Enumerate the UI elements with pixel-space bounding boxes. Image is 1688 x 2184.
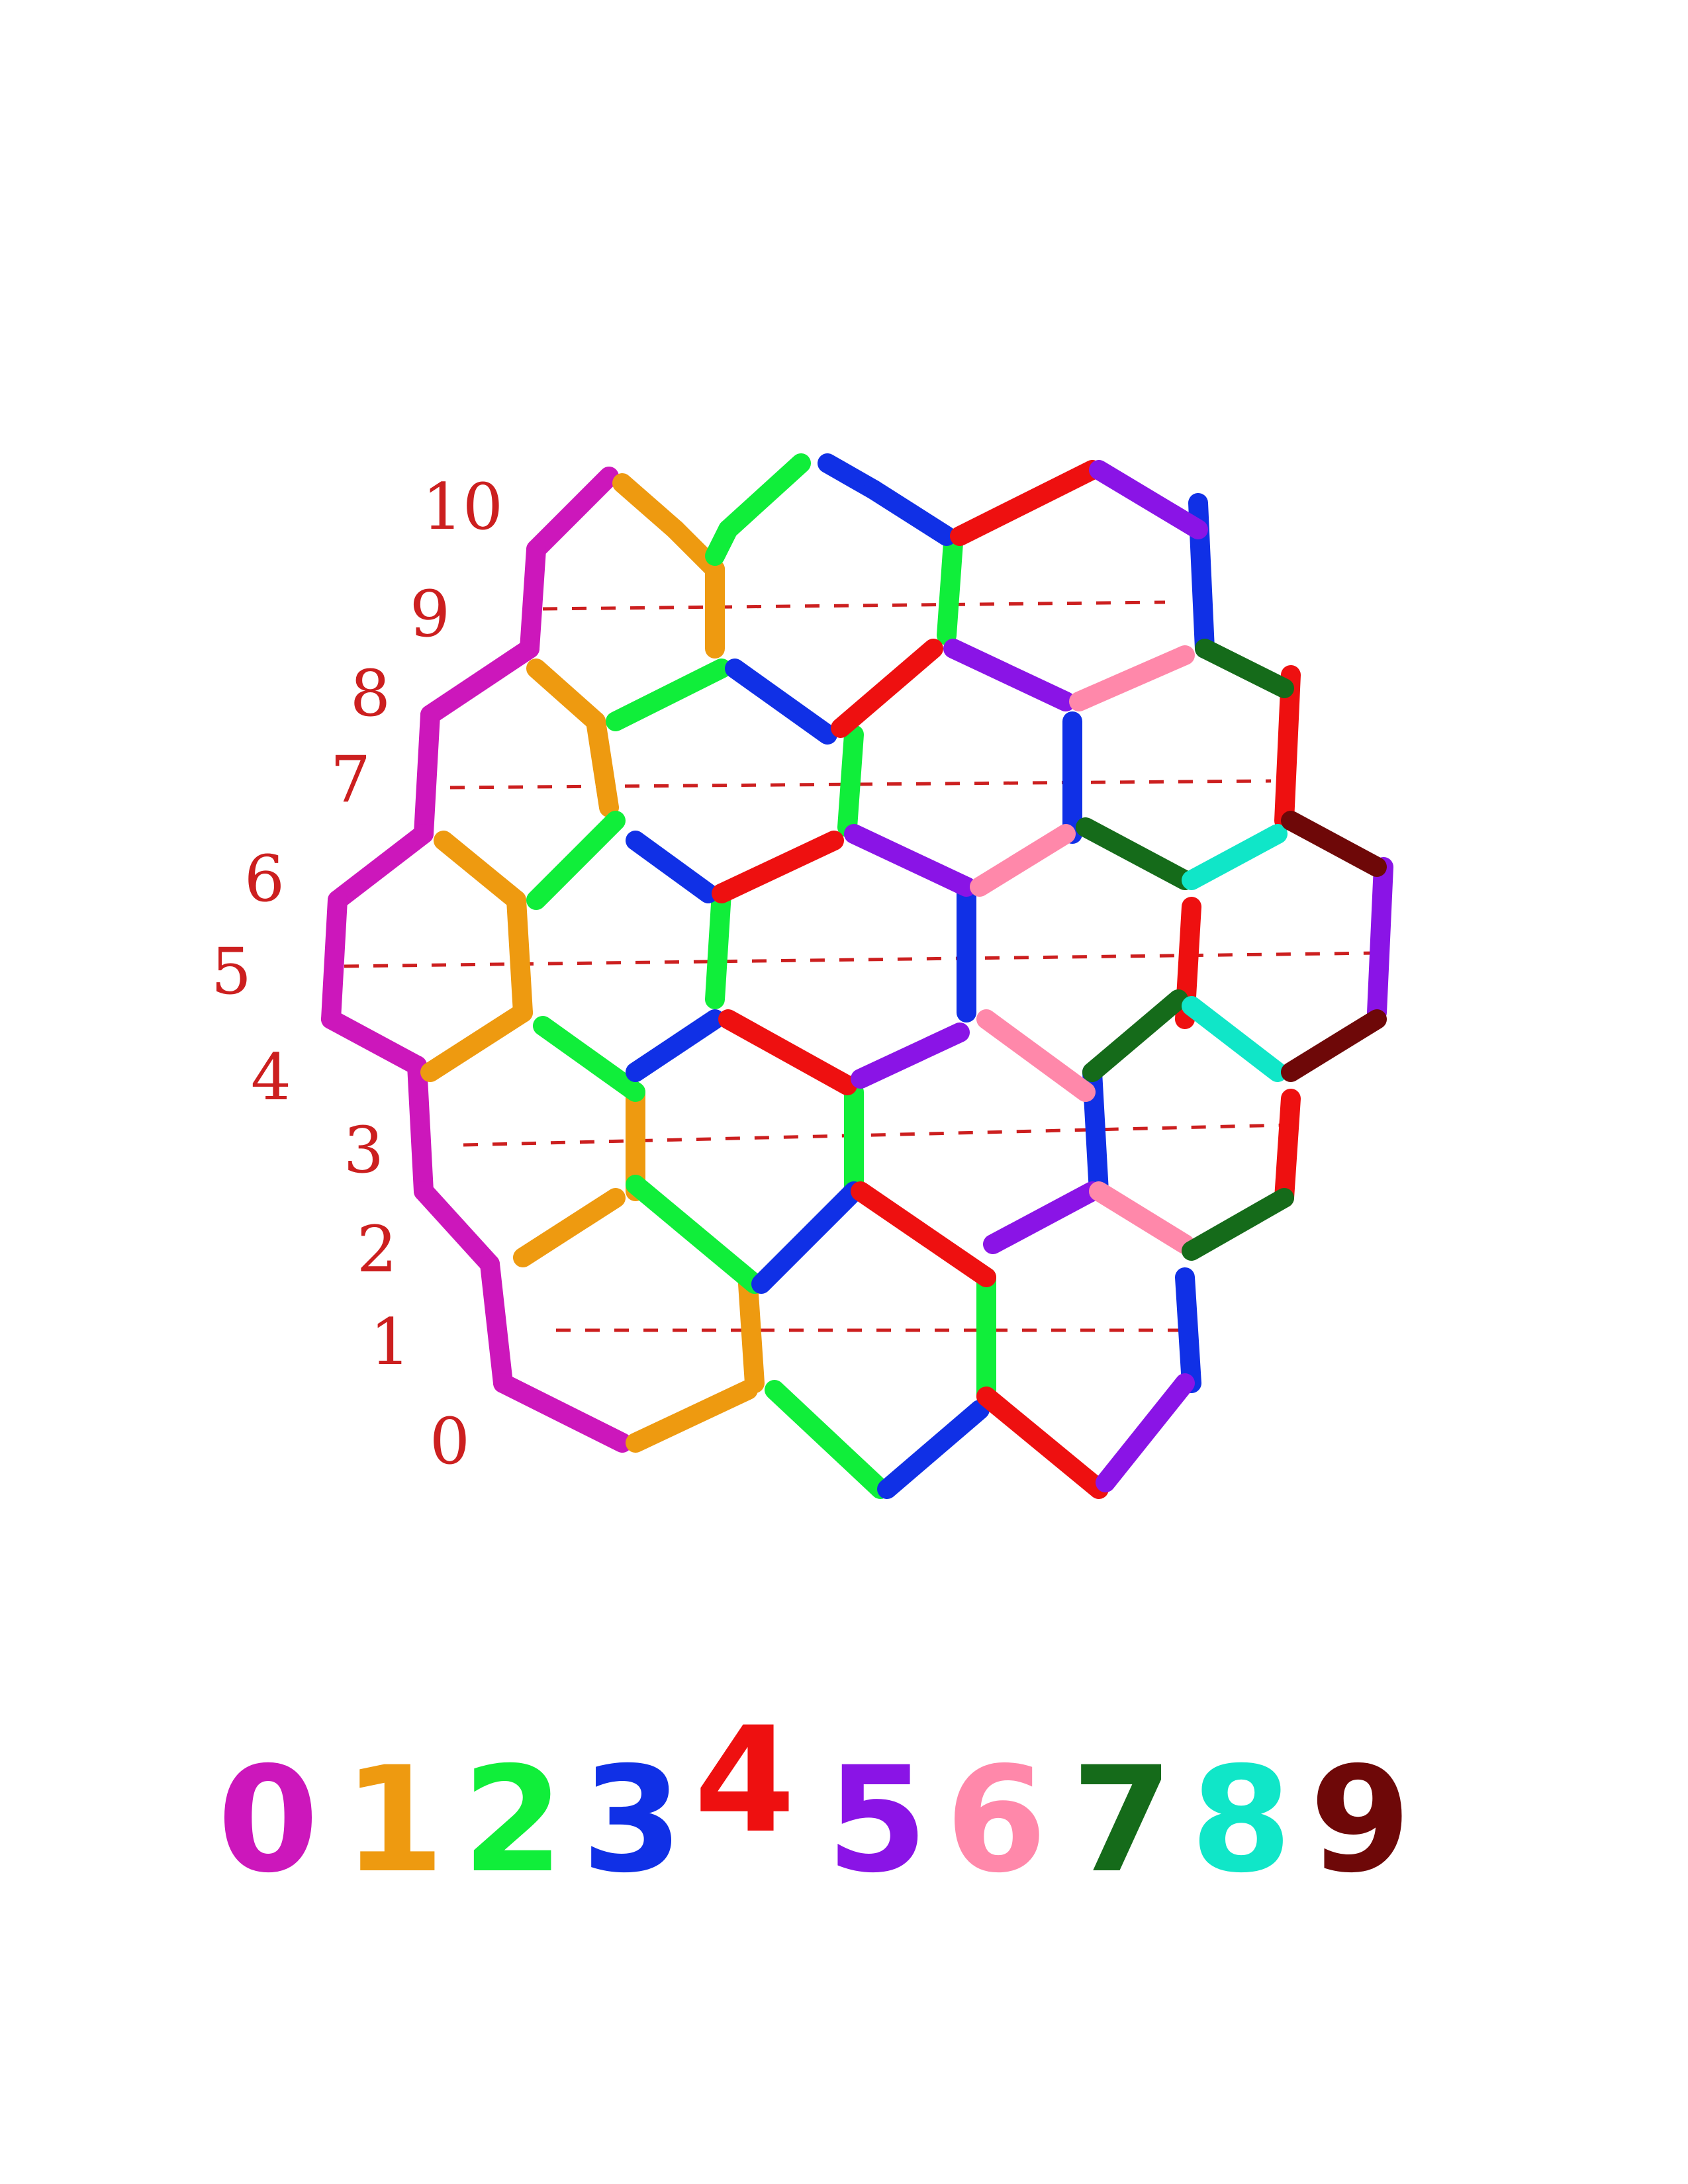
row-guide-line [449,779,1272,790]
hex-edge [1089,1181,1195,1254]
hex-edge [864,480,957,546]
hex-edge [1069,645,1195,711]
legend-digit-3: 3 [581,1735,683,1905]
hex-edge [950,460,1102,546]
hex-edge [1076,817,1195,890]
legend-digit-9: 9 [1309,1735,1411,1905]
row-label-4: 4 [250,1040,291,1115]
hex-edge [970,824,1076,897]
hex-edge [1082,989,1188,1082]
hex-edge [586,711,619,817]
row-guide-line [344,951,1378,968]
hex-edge [626,1009,725,1082]
legend-digit-6: 6 [945,1735,1047,1905]
hex-edge [712,831,844,903]
hex-edge [1182,1188,1294,1261]
hex-edge [851,1023,970,1089]
legend-digit-5: 5 [826,1735,928,1905]
hex-edge [851,1181,996,1287]
hex-edge [626,1380,758,1453]
hex-edge [937,533,963,645]
hex-edge [626,831,718,903]
row-label-0: 0 [429,1404,470,1479]
legend-digit-4: 4 [694,1696,796,1865]
legend-digit-8: 8 [1190,1735,1292,1905]
hex-edge [328,824,434,910]
row-label-2: 2 [356,1212,397,1287]
hex-edge [1089,460,1208,539]
hex-edge [526,467,619,559]
hex-edge [493,1373,632,1453]
hexagon-edges [321,453,1393,1499]
hex-edge [626,1175,765,1294]
row-guide-lines [344,600,1378,1332]
hex-edge [1281,811,1387,877]
row-label-7: 7 [330,743,371,817]
row-label-10: 10 [422,470,503,544]
hex-edge [526,659,606,731]
hex-edge [837,725,864,837]
hex-edge [1274,665,1301,831]
hex-edge [1274,1089,1301,1208]
hex-edge [765,1380,890,1499]
row-label-3: 3 [343,1113,384,1187]
legend-digit-0: 0 [217,1735,319,1905]
hex-edge [844,824,976,897]
row-guide-line [463,1123,1285,1147]
hex-edge [705,884,731,1009]
hex-edge [480,1254,513,1393]
hex-edge [434,831,526,910]
hex-edge [420,1003,533,1082]
hex-edge [877,1400,990,1499]
hex-edge [1182,824,1288,890]
row-label-9: 9 [409,577,450,651]
hex-edge [506,890,533,1023]
hex-edge [1096,1373,1195,1492]
hex-edge [718,1009,857,1095]
hex-edge [513,1188,626,1267]
hex-edge [533,1016,645,1102]
hex-edge [976,1387,1109,1499]
hex-edge [943,639,1076,711]
hex-edge [705,520,738,566]
row-label-5: 5 [211,934,252,1009]
hex-edge [1281,1009,1387,1082]
hex-edge [976,1009,1096,1102]
row-label-8: 8 [350,657,391,731]
hex-edge [420,639,539,725]
hex-edge [983,1181,1102,1254]
hex-edge [751,1181,864,1294]
hex-edge [725,659,837,745]
hex-edge [718,453,811,539]
hex-edge [1195,639,1294,698]
hex-edge [1367,857,1393,1023]
hex-edge [1182,996,1288,1082]
legend-digit-1: 1 [343,1735,445,1905]
legend-digit-2: 2 [462,1735,564,1905]
hex-edge [321,1009,427,1075]
hex-edge [321,890,348,1029]
hex-edge [606,659,731,731]
hex-edge [526,811,626,910]
row-guide-line [542,600,1166,611]
hex-edge [738,1274,765,1393]
row-label-6: 6 [244,842,285,916]
row-label-1: 1 [369,1305,410,1379]
hex-edge [414,705,440,844]
hex-edge [831,639,943,738]
hex-edge [520,539,546,659]
hex-edge [612,473,685,539]
hex-edge [1175,1267,1201,1393]
legend-digit-7: 7 [1071,1735,1173,1905]
hex-edge [407,1056,434,1201]
hex-edge [414,1181,500,1274]
